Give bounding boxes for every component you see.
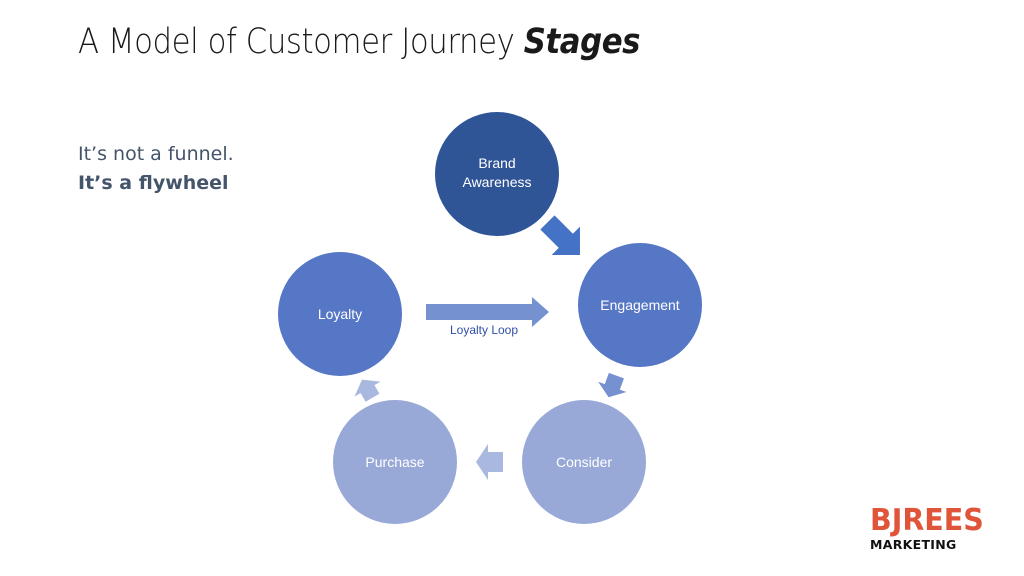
slide-title: A Model of Customer Journey Stages xyxy=(78,22,641,62)
stage-circle xyxy=(435,112,559,236)
stage-circle xyxy=(578,243,702,367)
title-main: A Model of Customer Journey xyxy=(78,22,524,62)
stage-circle xyxy=(522,400,646,524)
loyalty-loop-label: Loyalty Loop xyxy=(450,323,518,337)
tagline: It’s not a funnel. It’s a flywheel xyxy=(78,140,234,198)
stage-label: Engagement xyxy=(600,297,680,313)
arrow-shape xyxy=(540,215,580,255)
stage-consider: Consider xyxy=(522,400,646,524)
stage-label: Purchase xyxy=(365,454,424,470)
arrow-brand-to-engagement xyxy=(540,215,580,255)
stage-label-line-2: Awareness xyxy=(462,174,531,190)
stage-label: Consider xyxy=(556,454,612,470)
stage-circle xyxy=(278,252,402,376)
arrow-shape xyxy=(598,372,627,398)
stage-brand-awareness: Brand Awareness xyxy=(435,112,559,236)
stage-loyalty: Loyalty xyxy=(278,252,402,376)
company-logo: BJREES MARKETING xyxy=(870,505,990,553)
tagline-line-2: It’s a flywheel xyxy=(78,172,229,194)
stage-label-line-1: Brand xyxy=(478,155,515,171)
arrow-shape xyxy=(476,444,503,480)
stage-circle xyxy=(333,400,457,524)
arrow-purchase-to-loyalty xyxy=(354,379,381,402)
stage-label: Loyalty xyxy=(318,306,362,322)
logo-subtitle: MARKETING xyxy=(870,537,957,552)
stage-engagement: Engagement xyxy=(578,243,702,367)
arrow-loyalty-loop xyxy=(426,297,549,327)
arrow-shape xyxy=(354,379,381,402)
arrow-consider-to-purchase xyxy=(476,444,503,480)
logo-brand: BJREES xyxy=(870,503,984,538)
arrow-shape xyxy=(426,297,549,327)
stage-purchase: Purchase xyxy=(333,400,457,524)
tagline-line-1: It’s not a funnel. xyxy=(78,143,234,165)
arrow-engagement-to-consider xyxy=(598,372,627,398)
title-emphasis: Stages xyxy=(523,22,641,62)
